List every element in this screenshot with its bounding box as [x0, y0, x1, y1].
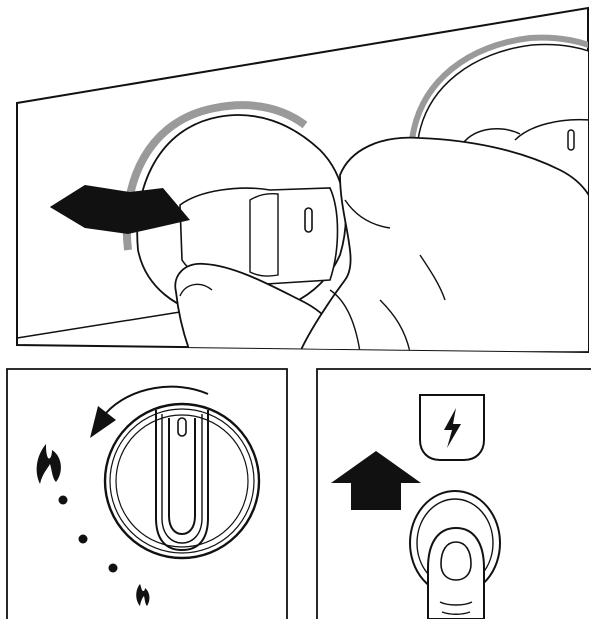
low-flame-icon: [136, 584, 149, 606]
level-dot: [79, 535, 88, 544]
push-knob-illustration: [0, 0, 592, 355]
turn-knob-illustration: [6, 368, 288, 619]
ignite-illustration: [316, 368, 592, 619]
step-turn-knob-panel: [6, 368, 288, 619]
step-ignite-panel: [316, 368, 592, 619]
rotate-arrow-head-icon: [90, 406, 116, 438]
knob-indicator: [178, 418, 186, 436]
press-arrow-icon: [331, 451, 421, 510]
fingernail: [441, 542, 471, 580]
knob-indicator: [305, 208, 312, 232]
level-dot: [59, 496, 68, 505]
step-push-knob-panel: [0, 0, 592, 355]
burner-knob-top-view: [105, 404, 259, 558]
level-dot: [109, 564, 118, 573]
high-flame-icon: [37, 444, 61, 484]
